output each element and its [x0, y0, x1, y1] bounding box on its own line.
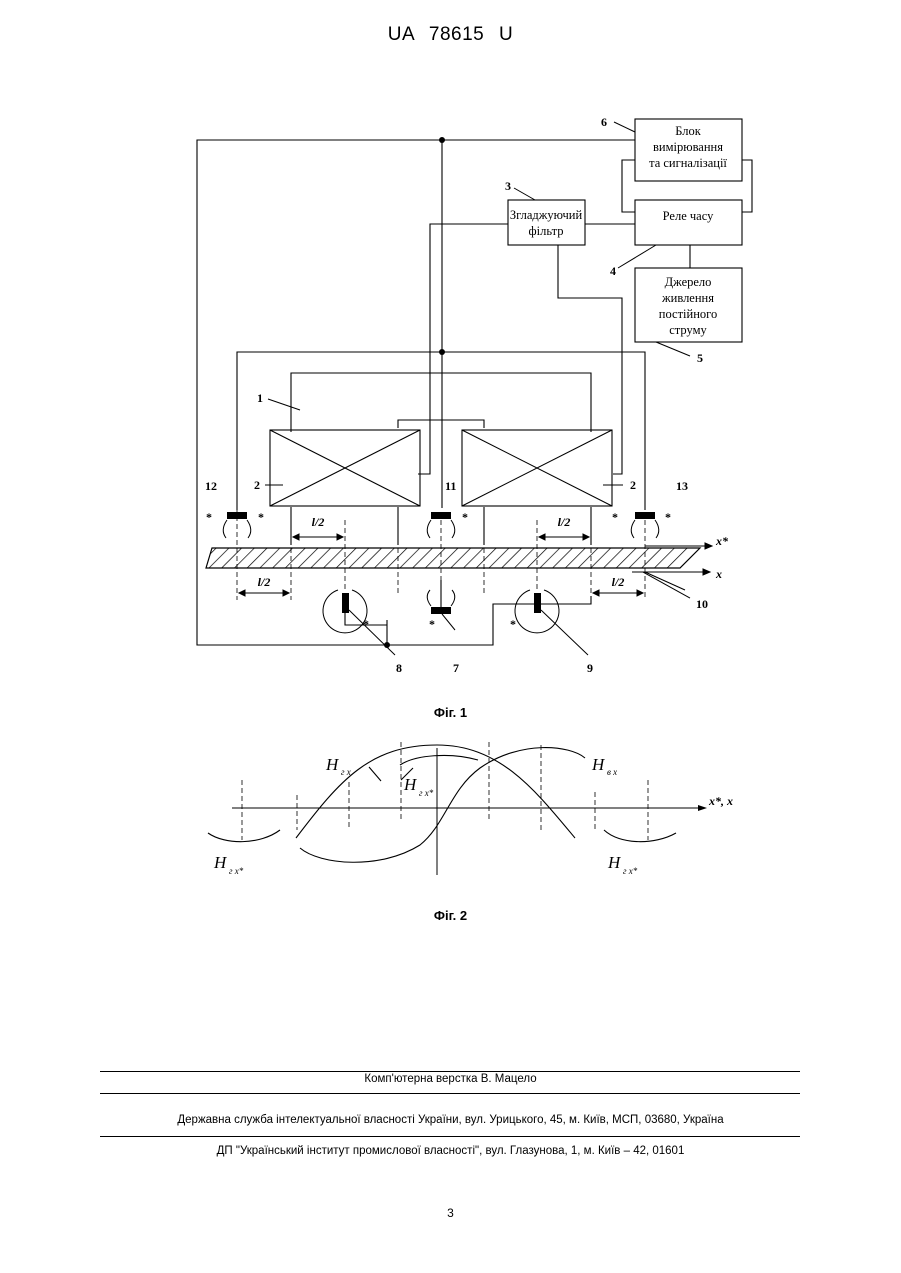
figure-1-diagram: Блок вимірювання та сигналізації Згладжу… [0, 0, 901, 960]
star-4: * [612, 510, 618, 524]
star-3: * [462, 510, 468, 524]
power-line-1: Джерело [665, 275, 712, 289]
dim-label-4: l/2 [612, 575, 625, 589]
star-5: * [665, 510, 671, 524]
label-3: 3 [505, 179, 511, 193]
sensor-9 [534, 593, 541, 613]
H-gx-letter: H [325, 755, 340, 774]
power-line-2: живлення [661, 291, 714, 305]
label-2-left: 2 [254, 478, 260, 492]
measure-line-3: та сигналізації [649, 156, 727, 170]
label-12: 12 [205, 479, 217, 493]
star-1: * [206, 510, 212, 524]
star-2: * [258, 510, 264, 524]
dim-label-2: l/2 [558, 515, 571, 529]
label-10: 10 [696, 597, 708, 611]
sub-gx-star-left: г x* [229, 866, 244, 876]
relay-line-1: Реле часу [663, 209, 714, 223]
star-8: * [510, 617, 516, 631]
sub-gx-star-center: г x* [419, 788, 434, 798]
specimen-strip [206, 548, 700, 568]
label-7: 7 [453, 661, 459, 675]
fig2-axis-label: x*, x [708, 794, 733, 808]
footer-rule-2 [100, 1093, 800, 1094]
curve-H-gx-star-left [208, 830, 280, 842]
label-11: 11 [445, 479, 456, 493]
H-gx-star-center-letter: H [403, 775, 418, 794]
figure-2-caption: Фіг. 2 [0, 908, 901, 923]
measure-line-1: Блок [675, 124, 702, 138]
curve-H-gx-star-right [604, 830, 676, 842]
sub-vx: в x [607, 767, 617, 777]
footer-institute: ДП "Український інститут промислової вла… [0, 1145, 901, 1157]
sensor-13 [635, 512, 655, 519]
axis-xstar-label: x* [715, 534, 729, 548]
block-filter [508, 200, 585, 245]
curve-H-gx-star-center [400, 755, 478, 765]
sensor-11 [431, 512, 451, 519]
star-7: * [363, 617, 369, 631]
measure-line-2: вимірювання [653, 140, 723, 154]
figure-2-diagram: H H H H H г x г x* в x г x* г x* x*, x [208, 742, 733, 876]
footer-rule-3 [100, 1136, 800, 1137]
power-line-3: постійного [659, 307, 717, 321]
sensor-7 [431, 607, 451, 614]
footer-layout: Комп'ютерна верстка В. Мацело [0, 1073, 901, 1085]
footer-rule-1 [100, 1071, 800, 1072]
curve-H-vx [300, 748, 585, 863]
label-6: 6 [601, 115, 607, 129]
label-8: 8 [396, 661, 402, 675]
label-9: 9 [587, 661, 593, 675]
power-line-4: струму [669, 323, 707, 337]
filter-line-2: фільтр [529, 224, 564, 238]
dim-label-3: l/2 [258, 575, 271, 589]
dim-label-1: l/2 [312, 515, 325, 529]
label-5: 5 [697, 351, 703, 365]
label-2-right: 2 [630, 478, 636, 492]
H-gx-star-right-letter: H [607, 853, 622, 872]
H-vx-letter: H [591, 755, 606, 774]
sensor-12 [227, 512, 247, 519]
label-13: 13 [676, 479, 688, 493]
label-1: 1 [257, 391, 263, 405]
sub-gx: г x [341, 767, 351, 777]
axis-x-label: x [715, 567, 722, 581]
footer-agency: Державна служба інтелектуальної власност… [0, 1114, 901, 1126]
page-number: 3 [0, 1206, 901, 1220]
H-gx-star-left-letter: H [213, 853, 228, 872]
sensor-8 [342, 593, 349, 613]
filter-line-1: Згладжуючий [510, 208, 583, 222]
star-6: * [429, 617, 435, 631]
figure-1-caption: Фіг. 1 [0, 705, 901, 720]
label-4: 4 [610, 264, 616, 278]
sub-gx-star-right: г x* [623, 866, 638, 876]
